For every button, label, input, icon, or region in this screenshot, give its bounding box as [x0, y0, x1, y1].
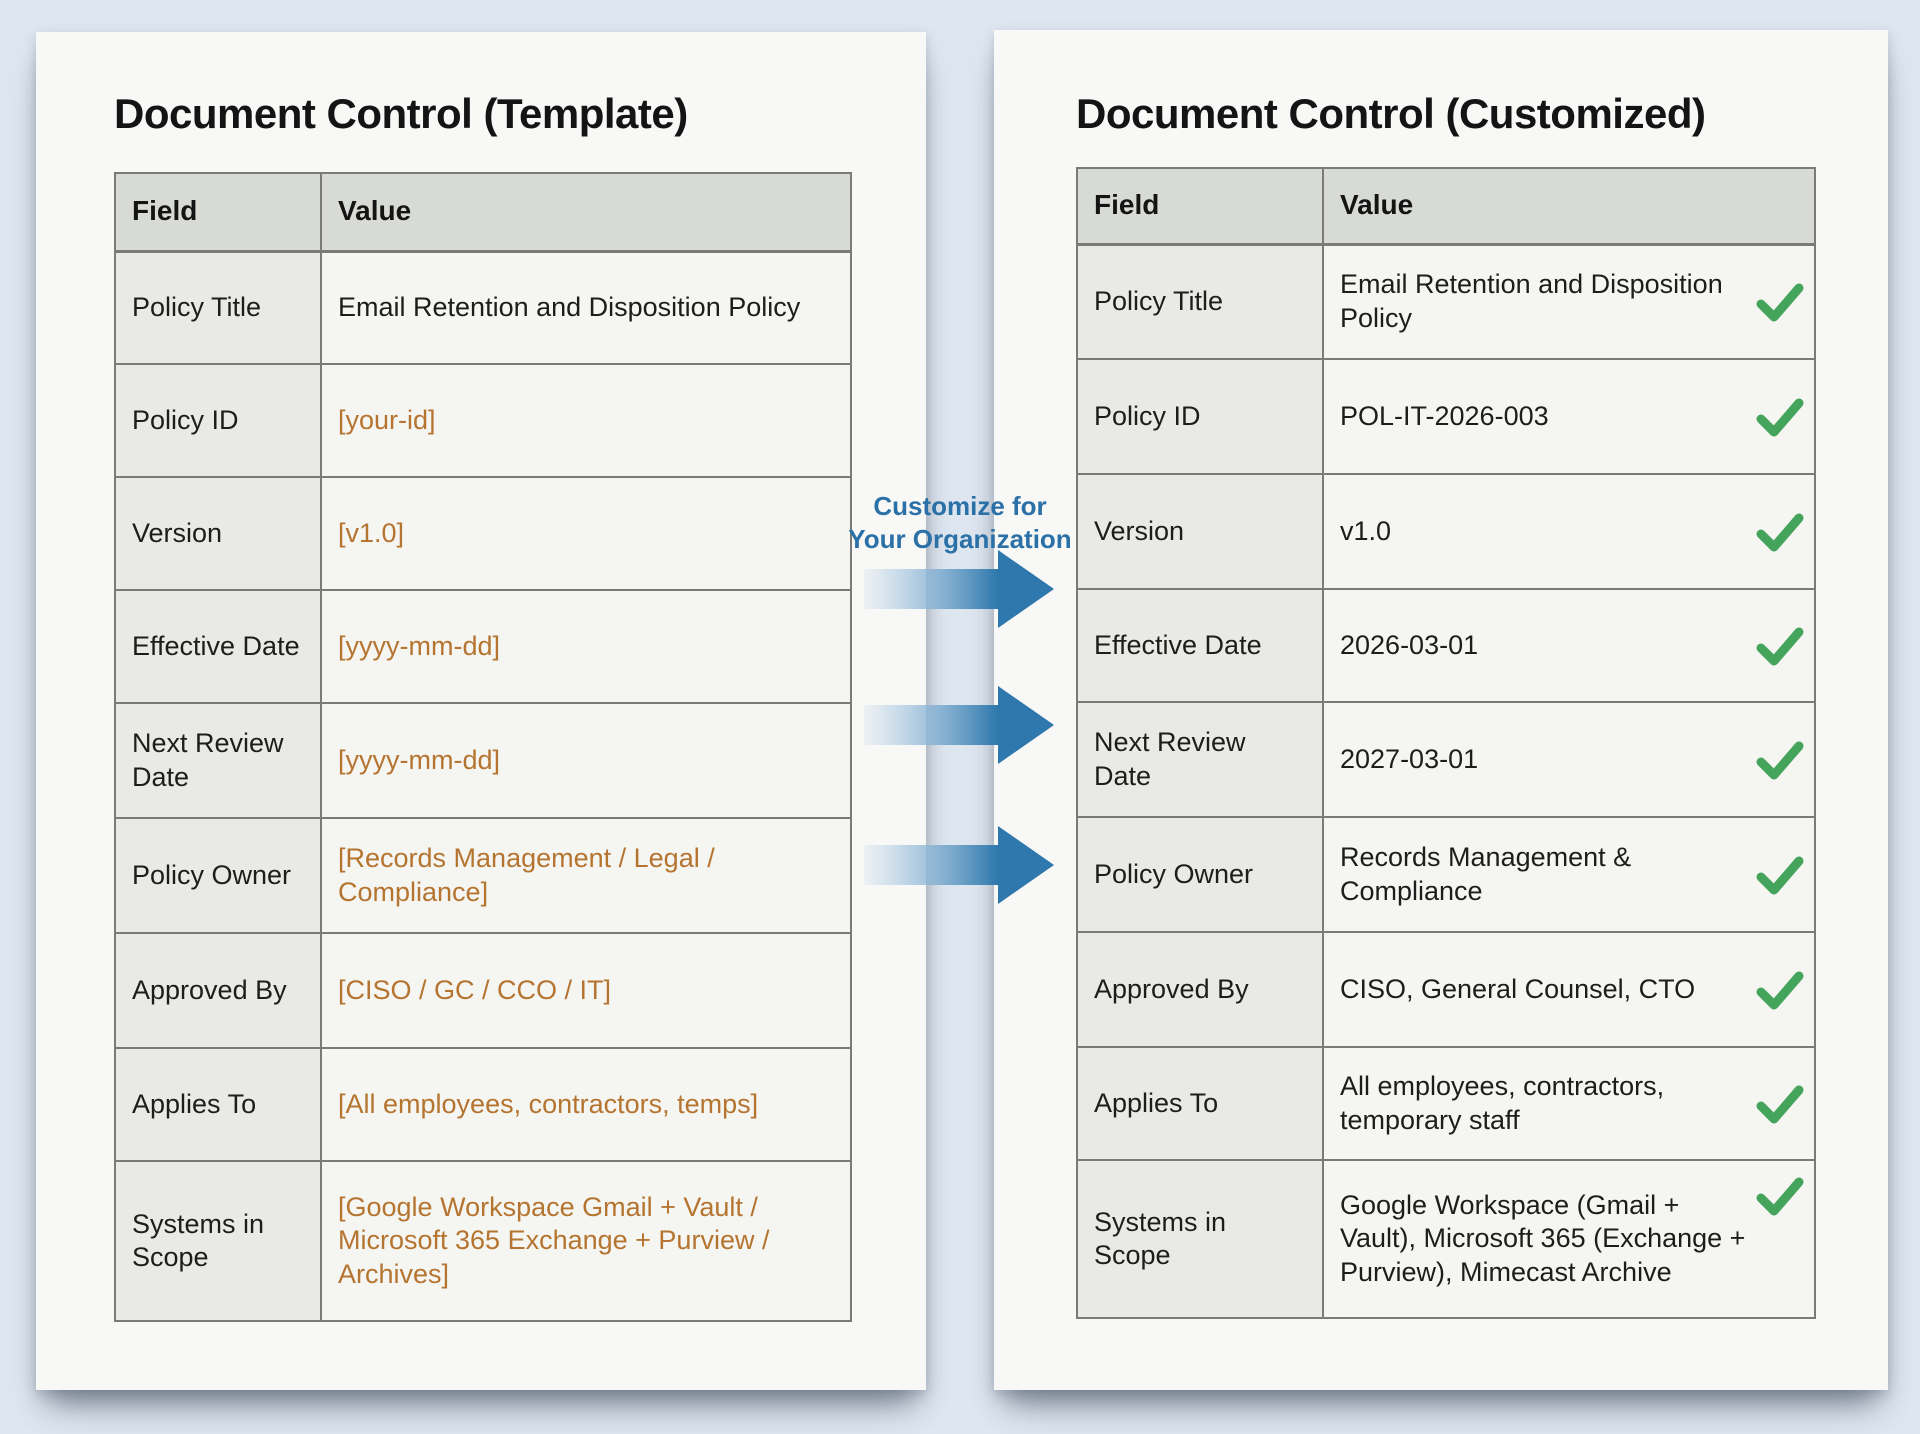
value-text: Records Management & Compliance [1340, 842, 1632, 906]
table-row: Policy Title Email Retention and Disposi… [1076, 243, 1816, 360]
table-row: Policy Owner Records Management & Compli… [1076, 816, 1816, 933]
table-row: Policy Title Email Retention and Disposi… [114, 250, 852, 365]
value-text: 2027-03-01 [1340, 743, 1479, 774]
table-row: Version [v1.0] [114, 476, 852, 591]
value-text: CISO, General Counsel, CTO [1340, 973, 1696, 1004]
value-cell: POL-IT-2026-003 [1322, 358, 1816, 475]
field-cell: Effective Date [1076, 588, 1324, 703]
check-icon [1756, 625, 1804, 667]
value-text: v1.0 [1340, 515, 1392, 546]
template-panel-title: Document Control (Template) [114, 90, 688, 137]
table-row: Next Review Date [yyyy-mm-dd] [114, 702, 852, 819]
table-row: Systems in Scope Google Workspace (Gmail… [1076, 1159, 1816, 1319]
value-cell: [your-id] [320, 363, 852, 478]
table-row: Policy ID POL-IT-2026-003 [1076, 358, 1816, 475]
field-cell: Policy Title [114, 250, 322, 365]
table-row: Next Review Date 2027-03-01 [1076, 701, 1816, 818]
field-cell: Policy Owner [114, 817, 322, 934]
value-cell: [CISO / GC / CCO / IT] [320, 932, 852, 1049]
check-icon [1756, 854, 1804, 896]
template-table: Field Value Policy Title Email Retention… [114, 172, 852, 1322]
value-text: POL-IT-2026-003 [1340, 400, 1549, 431]
value-cell: [Records Management / Legal / Compliance… [320, 817, 852, 934]
check-icon [1756, 739, 1804, 781]
value-cell: [yyyy-mm-dd] [320, 589, 852, 704]
value-cell: Email Retention and Disposition Policy [320, 250, 852, 365]
table-row: Systems in Scope [Google Workspace Gmail… [114, 1160, 852, 1322]
template-panel: Document Control (Template) Field Value … [36, 32, 926, 1390]
value-column-header: Value [320, 172, 852, 253]
field-cell: Policy ID [114, 363, 322, 478]
check-icon [1756, 511, 1804, 553]
check-icon [1756, 969, 1804, 1011]
value-cell: [All employees, contractors, temps] [320, 1047, 852, 1162]
field-cell: Approved By [1076, 931, 1324, 1048]
value-text: 2026-03-01 [1340, 629, 1479, 660]
value-text: Google Workspace (Gmail + Vault), Micros… [1340, 1189, 1746, 1287]
field-cell: Effective Date [114, 589, 322, 704]
value-text: All employees, contractors, temporary st… [1340, 1071, 1665, 1135]
field-cell: Approved By [114, 932, 322, 1049]
field-cell: Version [1076, 473, 1324, 590]
check-icon [1756, 1175, 1804, 1217]
field-cell: Policy Title [1076, 243, 1324, 360]
table-row: Version v1.0 [1076, 473, 1816, 590]
field-cell: Next Review Date [114, 702, 322, 819]
value-cell: Email Retention and Disposition Policy [1322, 243, 1816, 360]
field-cell: Systems in Scope [1076, 1159, 1324, 1319]
value-text: Email Retention and Disposition Policy [1340, 269, 1723, 333]
field-cell: Policy ID [1076, 358, 1324, 475]
value-cell: 2026-03-01 [1322, 588, 1816, 703]
table-row: Policy Owner [Records Management / Legal… [114, 817, 852, 934]
customized-panel-title: Document Control (Customized) [1076, 90, 1706, 137]
table-row: Effective Date [yyyy-mm-dd] [114, 589, 852, 704]
customized-table: Field Value Policy Title Email Retention… [1076, 167, 1816, 1319]
check-icon [1756, 396, 1804, 438]
field-cell: Version [114, 476, 322, 591]
field-cell: Policy Owner [1076, 816, 1324, 933]
value-cell: v1.0 [1322, 473, 1816, 590]
table-row: Approved By CISO, General Counsel, CTO [1076, 931, 1816, 1048]
value-cell: 2027-03-01 [1322, 701, 1816, 818]
value-cell: [v1.0] [320, 476, 852, 591]
value-cell: All employees, contractors, temporary st… [1322, 1046, 1816, 1161]
field-cell: Applies To [1076, 1046, 1324, 1161]
field-column-header: Field [114, 172, 322, 253]
field-cell: Applies To [114, 1047, 322, 1162]
field-cell: Next Review Date [1076, 701, 1324, 818]
value-cell: [Google Workspace Gmail + Vault / Micros… [320, 1160, 852, 1322]
field-cell: Systems in Scope [114, 1160, 322, 1322]
value-cell: Google Workspace (Gmail + Vault), Micros… [1322, 1159, 1816, 1319]
table-row: Effective Date 2026-03-01 [1076, 588, 1816, 703]
table-row: Applies To [All employees, contractors, … [114, 1047, 852, 1162]
table-header-row: Field Value [114, 172, 852, 253]
table-row: Applies To All employees, contractors, t… [1076, 1046, 1816, 1161]
table-header-row: Field Value [1076, 167, 1816, 246]
check-icon [1756, 1083, 1804, 1125]
table-row: Approved By [CISO / GC / CCO / IT] [114, 932, 852, 1049]
table-row: Policy ID [your-id] [114, 363, 852, 478]
value-cell: Records Management & Compliance [1322, 816, 1816, 933]
value-column-header: Value [1322, 167, 1816, 246]
customized-panel: Document Control (Customized) Field Valu… [994, 30, 1888, 1390]
field-column-header: Field [1076, 167, 1324, 246]
check-icon [1756, 281, 1804, 323]
value-cell: [yyyy-mm-dd] [320, 702, 852, 819]
value-cell: CISO, General Counsel, CTO [1322, 931, 1816, 1048]
